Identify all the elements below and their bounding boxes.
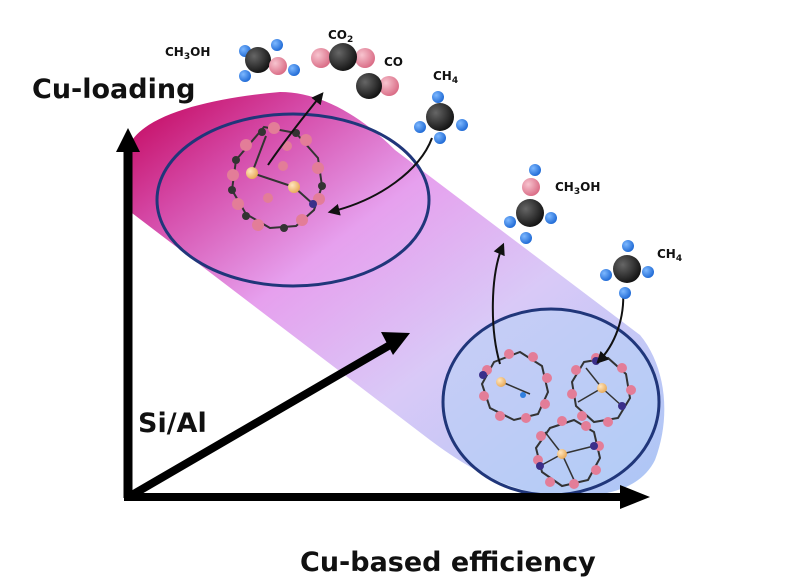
arrow-top-methane-in — [327, 137, 433, 216]
x-axis-title: Cu-based efficiency — [300, 547, 596, 578]
label-methane-right: CH4 — [657, 247, 682, 264]
label-methanol-right: CH3OH — [555, 180, 600, 197]
z-axis — [129, 341, 393, 499]
label-co2-top: CO2 — [328, 28, 353, 45]
arrow-top-products — [267, 92, 324, 166]
high-loading-circle — [155, 112, 431, 288]
axes — [116, 128, 650, 509]
methanol-molecule-right — [504, 164, 557, 244]
label-methanol-top: CH3OH — [165, 45, 210, 62]
bottom-zeolite-ring-right — [567, 353, 636, 427]
methanol-molecule-top — [239, 39, 300, 82]
co2-molecule-top — [311, 43, 375, 71]
methane-molecule-right — [600, 240, 654, 299]
methane-molecule-top — [414, 91, 468, 144]
y-axis-title: Cu-loading — [32, 74, 195, 105]
bottom-zeolite-ring-left — [479, 349, 552, 423]
x-axis-arrowhead — [620, 485, 650, 509]
arrow-bottom-methanol-out — [491, 242, 505, 365]
co-molecule-top — [356, 73, 399, 99]
z-axis-title: Si/Al — [138, 408, 207, 439]
top-zeolite-ring — [227, 122, 326, 232]
label-co-top: CO — [384, 55, 403, 69]
label-methane-top: CH4 — [433, 69, 458, 86]
z-axis-arrowhead — [381, 332, 410, 355]
bottom-zeolite-ring-center — [533, 416, 604, 489]
y-axis-arrowhead — [116, 128, 140, 152]
